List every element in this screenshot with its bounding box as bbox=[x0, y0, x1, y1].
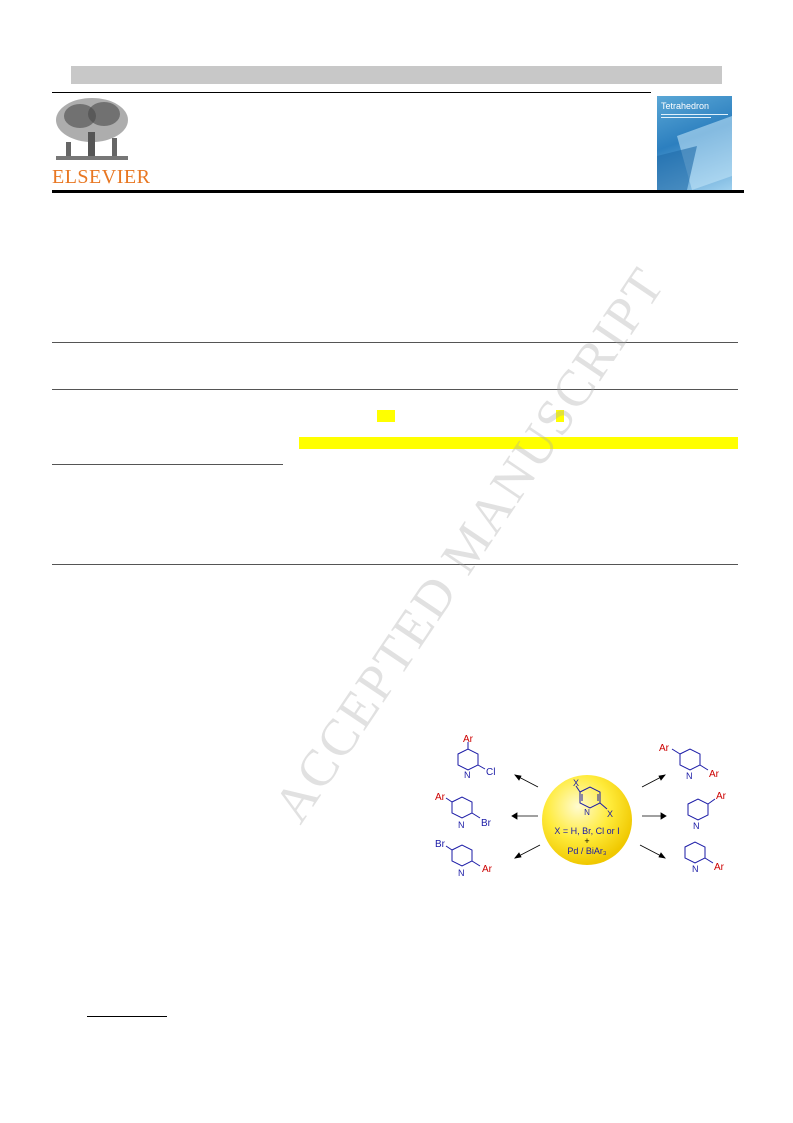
left-product-3 bbox=[445, 844, 481, 867]
section-rule-2 bbox=[52, 389, 738, 390]
header-bar bbox=[71, 66, 722, 84]
central-x-right: X bbox=[607, 809, 613, 819]
central-x-top: X bbox=[573, 778, 579, 788]
journal-cover: Tetrahedron bbox=[657, 96, 732, 190]
right-product-2 bbox=[687, 798, 716, 821]
right-product-3-ar: Ar bbox=[714, 862, 725, 873]
reaction-sphere bbox=[542, 775, 632, 865]
right-product-1-n: N bbox=[686, 771, 693, 781]
reaction-arrows bbox=[511, 774, 667, 859]
center-condition-line2: Pd / BiAr₃ bbox=[567, 846, 607, 856]
footnote-rule bbox=[87, 1016, 167, 1017]
graphical-abstract-scheme: X X N X = H, Br, Cl or I + Pd / BiAr₃ Ar… bbox=[435, 734, 727, 878]
elsevier-tree-logo bbox=[56, 98, 128, 160]
left-product-3-ar: Ar bbox=[482, 864, 493, 875]
section-rule-1 bbox=[52, 342, 738, 343]
header-thick-rule bbox=[52, 190, 744, 193]
left-product-2-n: N bbox=[458, 820, 465, 830]
right-product-3-n: N bbox=[692, 864, 699, 874]
left-product-2-br: Br bbox=[481, 818, 492, 829]
right-product-2-ar: Ar bbox=[716, 791, 727, 802]
section-rule-3 bbox=[52, 564, 738, 565]
journal-cover-title: Tetrahedron bbox=[661, 101, 710, 111]
central-pyridine bbox=[575, 785, 608, 810]
keywords-rule bbox=[52, 464, 283, 465]
cover-graphic bbox=[657, 114, 732, 190]
right-product-1 bbox=[671, 748, 709, 771]
left-product-3-n: N bbox=[458, 868, 465, 878]
header-rule bbox=[52, 92, 651, 93]
right-product-2-n: N bbox=[693, 821, 700, 831]
publisher-logo-text: ELSEVIER bbox=[52, 166, 151, 188]
center-plus: + bbox=[584, 836, 589, 846]
highlight-mark-1 bbox=[377, 410, 395, 422]
left-product-1-cl: Cl bbox=[486, 767, 495, 778]
left-product-1-n: N bbox=[464, 770, 471, 780]
left-product-3-br: Br bbox=[435, 839, 446, 850]
left-product-1 bbox=[457, 742, 486, 771]
central-n: N bbox=[584, 808, 590, 817]
right-product-1-ar-b: Ar bbox=[709, 769, 720, 780]
right-product-3 bbox=[684, 841, 714, 864]
highlight-band bbox=[299, 437, 738, 449]
center-condition-line1: X = H, Br, Cl or I bbox=[554, 826, 619, 836]
left-product-2-ar: Ar bbox=[435, 792, 446, 803]
left-product-2 bbox=[445, 796, 481, 819]
highlight-mark-2 bbox=[556, 410, 564, 422]
left-product-1-ar: Ar bbox=[463, 734, 474, 745]
right-product-1-ar-a: Ar bbox=[659, 743, 670, 754]
